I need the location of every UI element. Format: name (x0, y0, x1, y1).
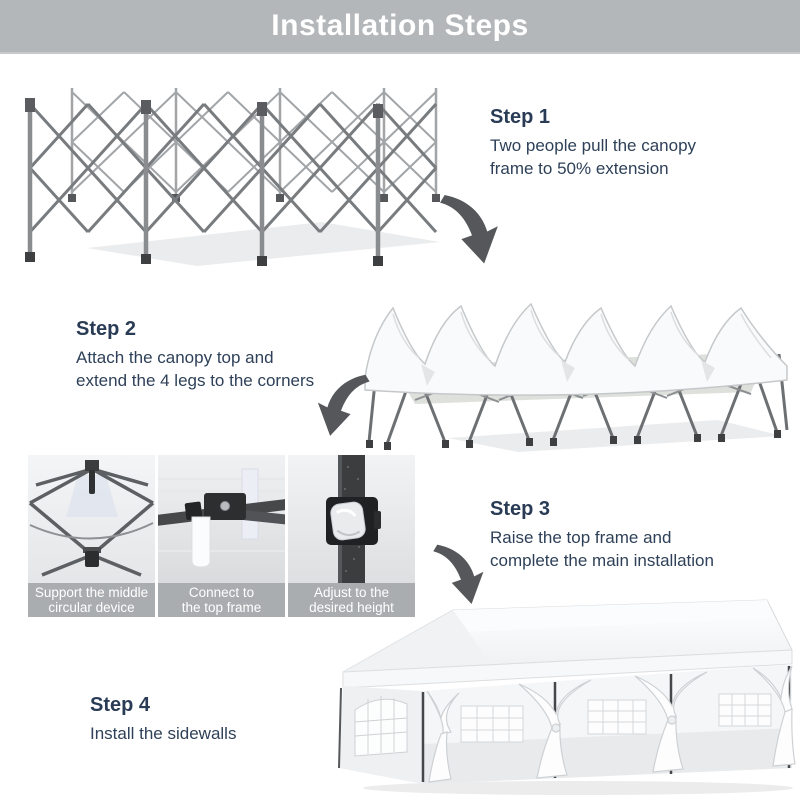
curved-arrow-down-right-icon (433, 192, 511, 268)
step3-label: Step 3 (490, 498, 551, 520)
step2-label: Step 2 (76, 318, 137, 340)
step1-folded-frame-illustration (12, 66, 448, 277)
folded-frame-image (25, 88, 440, 266)
panel3-caption: Adjust to the desired height (288, 583, 415, 617)
step2-draped-frame-illustration (363, 274, 795, 463)
step1-line2: frame to 50% extension (490, 158, 669, 178)
curved-arrow-down-left-icon (306, 372, 376, 440)
step3-line1: Raise the top frame and (490, 528, 672, 547)
step1-label: Step 1 (490, 106, 551, 128)
step4-line1: Install the sidewalls (90, 724, 237, 743)
step4-text-block: Step 4 Install the sidewalls (90, 694, 236, 746)
panel1-caption: Support the middle circular device (28, 583, 155, 617)
panel2-caption: Connect to the top frame (158, 583, 285, 617)
panel-connect-top-frame: Connect to the top frame (158, 455, 285, 617)
step1-line1: Two people pull the canopy (490, 136, 697, 155)
step4-assembled-tent-illustration (333, 592, 800, 800)
step3-detail-panels: Support the middle circular device (28, 455, 415, 617)
canopy-center-hub-icon (28, 455, 155, 583)
step2-text-block: Step 2 Attach the canopy top and extend … (76, 318, 314, 392)
curved-arrow-down-right2-icon (428, 542, 494, 608)
step2-line1: Attach the canopy top and (76, 348, 274, 367)
page-title: Installation Steps (271, 9, 529, 42)
header-banner: Installation Steps (0, 0, 800, 54)
step3-line2: complete the main installation (490, 550, 714, 570)
assembled-tent-image (338, 599, 796, 795)
step1-text-block: Step 1 Two people pull the canopy frame … (490, 106, 696, 180)
top-frame-connector-icon (158, 455, 285, 583)
step3-text-block: Step 3 Raise the top frame and complete … (490, 498, 714, 572)
draped-frame-image (364, 302, 789, 452)
panel-adjust-height: Adjust to the desired height (288, 455, 415, 617)
step4-label: Step 4 (90, 694, 151, 716)
panel-support-middle-device: Support the middle circular device (28, 455, 155, 617)
step2-line2: extend the 4 legs to the corners (76, 370, 315, 390)
height-adjust-button-icon (288, 455, 415, 583)
